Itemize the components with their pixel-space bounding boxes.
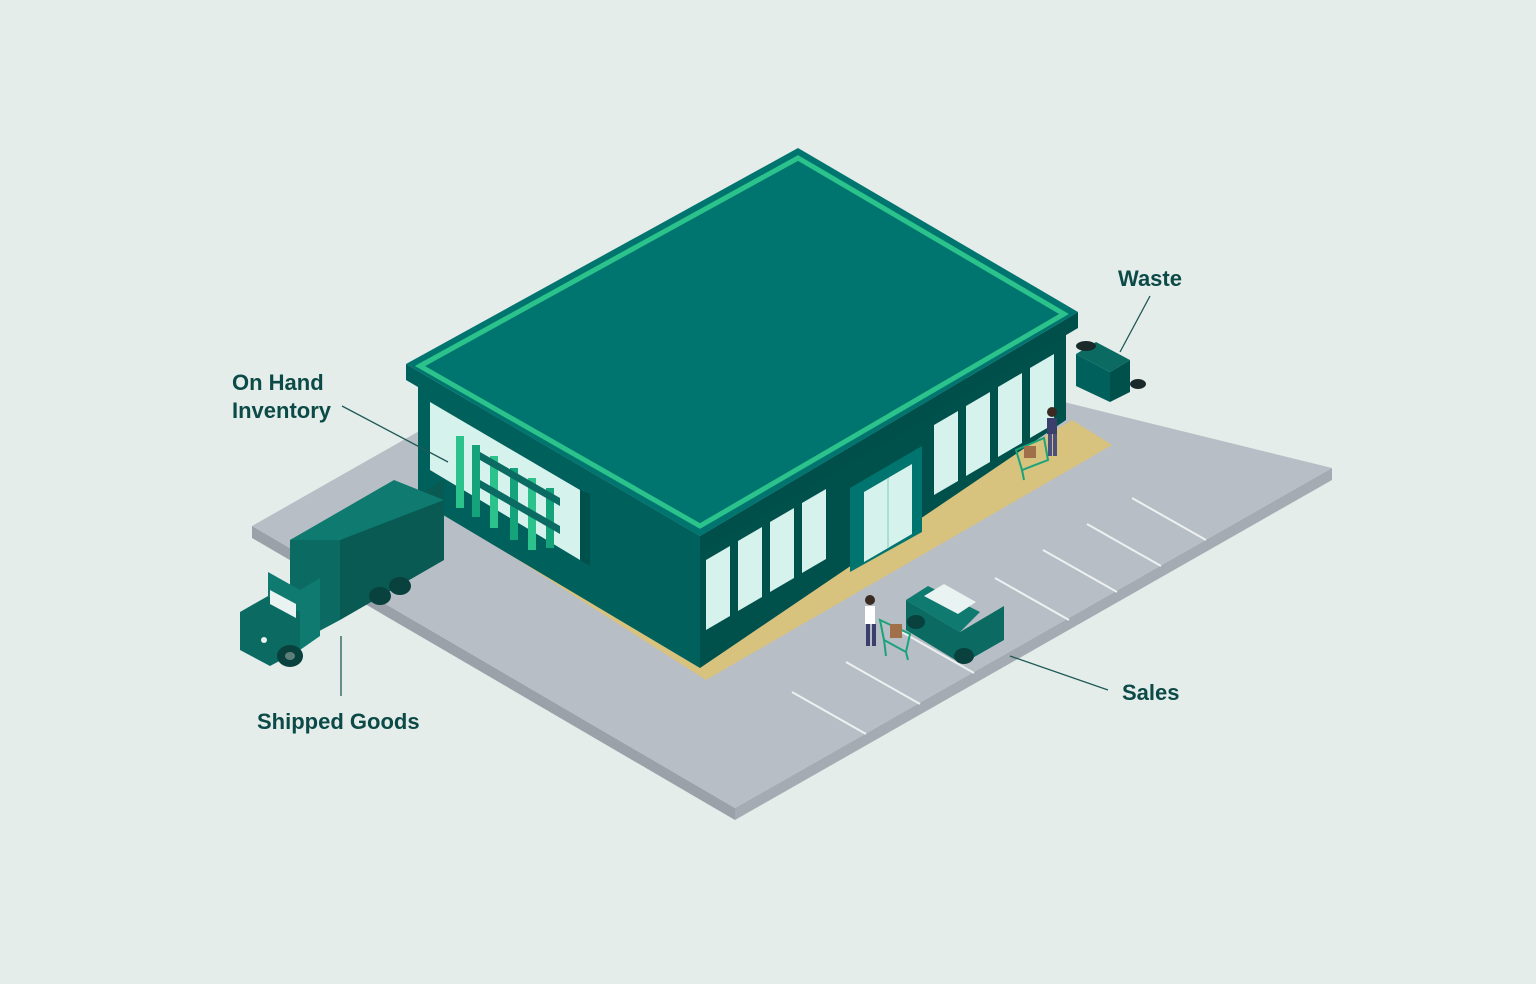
on-hand-label-line2: Inventory bbox=[232, 398, 332, 423]
waste-label: Waste bbox=[1118, 266, 1182, 291]
on-hand-inventory-label: On Hand Inventory bbox=[232, 369, 331, 425]
shopper-near-entrance bbox=[1014, 407, 1057, 481]
parking-lines bbox=[791, 497, 1207, 735]
on-hand-label-line1: On Hand bbox=[232, 370, 324, 395]
dumpster bbox=[1076, 341, 1146, 402]
store-building bbox=[406, 148, 1078, 668]
waste-leader bbox=[1119, 295, 1151, 353]
shopper-with-cart bbox=[865, 595, 912, 661]
on-hand-leader bbox=[341, 405, 449, 463]
shipped-goods-label: Shipped Goods bbox=[257, 709, 420, 734]
sidewalk bbox=[440, 420, 1112, 680]
delivery-truck bbox=[240, 480, 444, 667]
store-entrance bbox=[850, 446, 922, 572]
sales-label: Sales bbox=[1122, 680, 1180, 705]
sales-leader bbox=[1009, 655, 1109, 691]
inventory-shelves bbox=[456, 436, 560, 550]
storefront-windows bbox=[706, 354, 1054, 630]
car bbox=[906, 584, 1004, 664]
